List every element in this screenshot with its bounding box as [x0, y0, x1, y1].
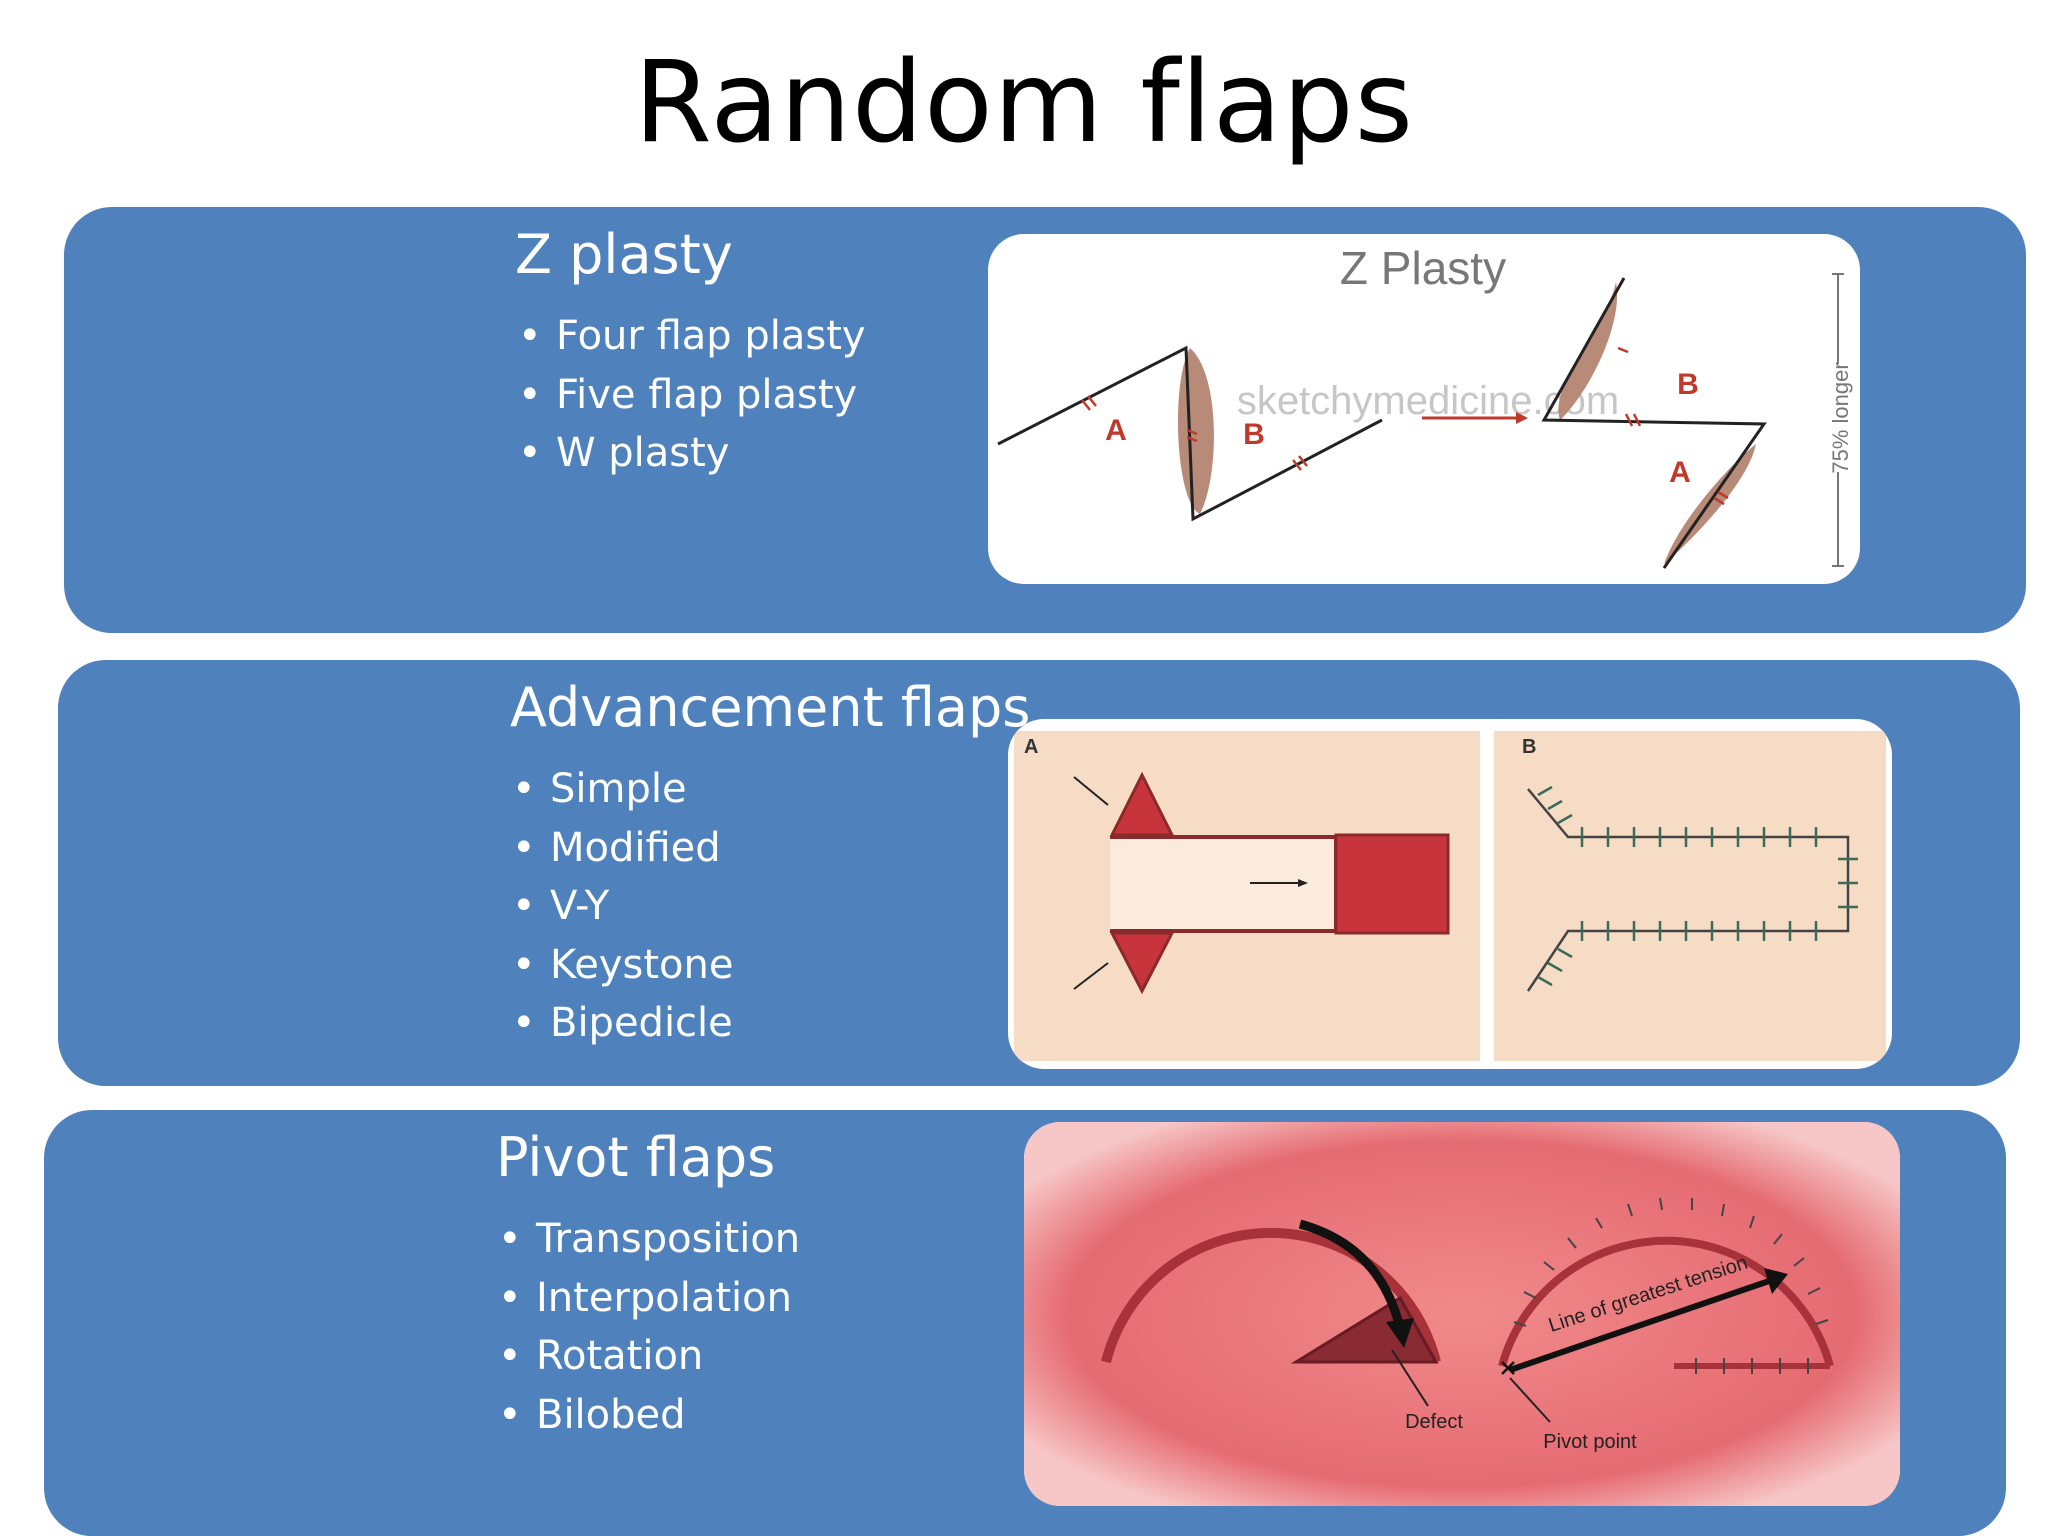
- figure-background: [1024, 1122, 1900, 1506]
- z-plasty-heading: Z plasty: [515, 223, 733, 286]
- advancement-panel: Advancement flaps Simple Modified V-Y Ke…: [58, 660, 2020, 1086]
- length-note: 75% longer: [1828, 362, 1853, 473]
- list-item: W plasty: [516, 424, 866, 483]
- advancement-diagram: A B: [1014, 731, 1886, 1061]
- suture-marks: [1513, 1197, 1829, 1374]
- list-item: Simple: [510, 760, 733, 819]
- pivot-list: Transposition Interpolation Rotation Bil…: [496, 1210, 800, 1444]
- panel-b-label: B: [1522, 736, 1536, 758]
- label-b: B: [1243, 418, 1265, 451]
- list-item: V-Y: [510, 877, 733, 936]
- list-item: Keystone: [510, 936, 733, 995]
- tension-arrow: [1509, 1277, 1773, 1373]
- defect: [1334, 833, 1450, 935]
- figure-title: Z Plasty: [1340, 242, 1506, 294]
- burow-triangle-bottom: [1109, 931, 1175, 995]
- pivot-mark: [1501, 1361, 1515, 1375]
- z-transposed-line: [1541, 277, 1767, 569]
- pivot-diagram: Defect Line of greatest tension Pivot po…: [1024, 1122, 1900, 1506]
- arrow: [1073, 776, 1109, 806]
- advancement-heading: Advancement flaps: [510, 676, 1031, 739]
- defect-label: Defect: [1405, 1411, 1463, 1433]
- advancement-figure: A B: [1008, 719, 1892, 1069]
- z-plasty-panel: Z plasty Four flap plasty Five flap plas…: [64, 207, 2026, 633]
- suture-marks: [1537, 785, 1858, 987]
- flap-shading: [1177, 348, 1214, 514]
- pivot-label: Pivot point: [1543, 1431, 1637, 1453]
- z-plasty-list: Four flap plasty Five flap plasty W plas…: [516, 307, 866, 483]
- rotation-flap-arc: [1101, 1227, 1441, 1364]
- list-item: Interpolation: [496, 1269, 800, 1328]
- pivot-heading: Pivot flaps: [496, 1126, 776, 1189]
- list-item: Transposition: [496, 1210, 800, 1269]
- label-b: B: [1677, 368, 1699, 401]
- panel-a-label: A: [1024, 736, 1038, 758]
- label-a: A: [1105, 414, 1127, 447]
- burow-triangle-top: [1109, 771, 1175, 837]
- list-item: Four flap plasty: [516, 307, 866, 366]
- list-item: Bilobed: [496, 1386, 800, 1445]
- list-item: Five flap plasty: [516, 366, 866, 425]
- list-item: Rotation: [496, 1327, 800, 1386]
- callout-line: [1509, 1377, 1551, 1423]
- suture-marks: [1081, 395, 1308, 471]
- z-plasty-figure: Z Plasty sketchymedicine.com A B B A 75%…: [988, 234, 1860, 584]
- callout-line: [1391, 1349, 1429, 1407]
- z-incision-line: [997, 345, 1383, 522]
- arrow-head: [1386, 1318, 1414, 1348]
- arrow-head: [1764, 1268, 1788, 1294]
- label-a: A: [1669, 456, 1691, 489]
- list-item: Bipedicle: [510, 994, 733, 1053]
- arrow-head: [1298, 879, 1308, 887]
- list-item: Modified: [510, 819, 733, 878]
- advancement-list: Simple Modified V-Y Keystone Bipedicle: [510, 760, 733, 1053]
- rotated-flap-arc: [1498, 1236, 1834, 1368]
- arrow: [1073, 962, 1109, 990]
- suture-marks: [1617, 346, 1729, 506]
- arrow-head: [1516, 412, 1528, 424]
- z-plasty-diagram: Z Plasty sketchymedicine.com A B B A 75%…: [997, 242, 1853, 569]
- panel-b-background: [1494, 731, 1886, 1061]
- pivot-panel: Pivot flaps Transposition Interpolation …: [44, 1110, 2006, 1536]
- slide-title: Random flaps: [634, 38, 1414, 168]
- pivot-figure: Defect Line of greatest tension Pivot po…: [1024, 1122, 1900, 1506]
- dimension-bracket: [1832, 273, 1844, 567]
- rotation-arrow: [1298, 1219, 1405, 1330]
- defect-triangle: [1290, 1295, 1439, 1364]
